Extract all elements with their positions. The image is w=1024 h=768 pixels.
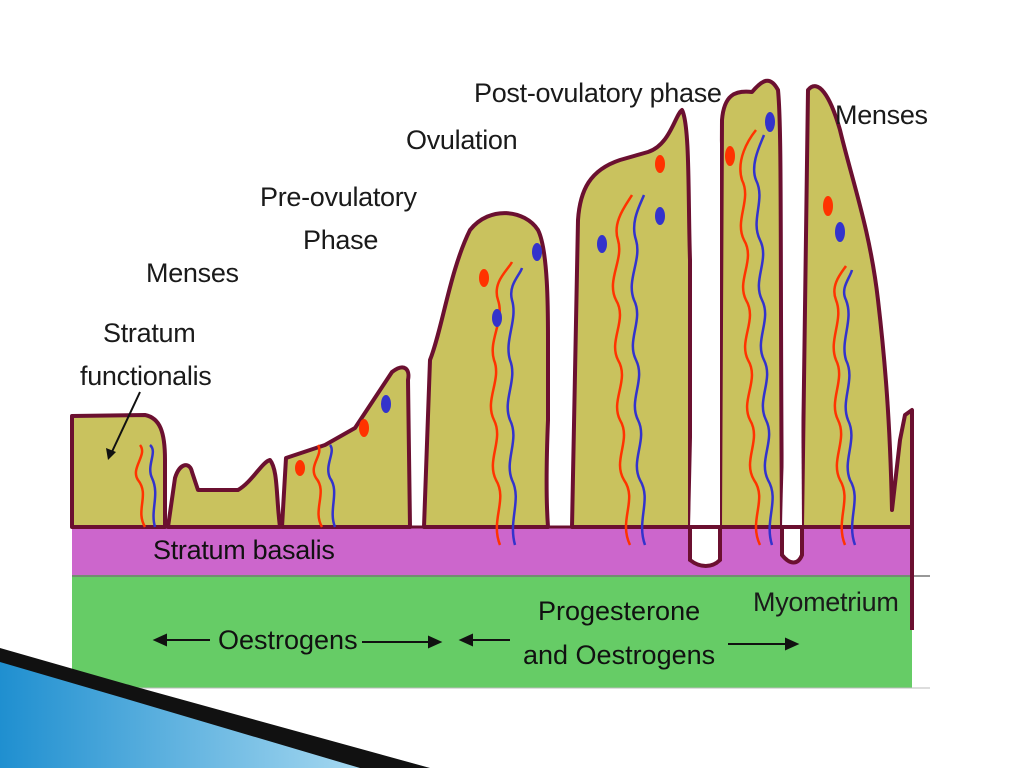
label-stratum-functionalis-line1: Stratum [103, 318, 196, 348]
stratum-functionalis-layer [70, 78, 914, 529]
label-myometrium: Myometrium [753, 587, 899, 617]
label-oestrogens: Oestrogens [218, 625, 358, 655]
spiral-arteries [134, 129, 848, 546]
label-menses-right: Menses [835, 100, 928, 130]
slide-accent-decoration [0, 648, 430, 768]
label-pre-ovulatory-line1: Pre-ovulatory [260, 182, 417, 212]
blood-droplets [295, 112, 845, 476]
spiral-veins [149, 134, 857, 546]
stratum-basalis-layer [72, 527, 912, 575]
label-stratum-basalis: Stratum basalis [153, 535, 335, 565]
label-ovulation: Ovulation [406, 125, 518, 155]
functionalis-pointer [109, 391, 141, 457]
label-progesterone-line2: and Oestrogens [523, 640, 716, 670]
hormone-arrows [152, 633, 800, 651]
label-post-ovulatory-phase: Post-ovulatory phase [474, 78, 722, 108]
myometrium-layer [72, 574, 912, 688]
label-stratum-functionalis-line2: functionalis [80, 361, 212, 391]
label-progesterone-line1: Progesterone [538, 596, 701, 626]
label-menses-left: Menses [146, 258, 239, 288]
label-pre-ovulatory-line2: Phase [303, 225, 379, 255]
